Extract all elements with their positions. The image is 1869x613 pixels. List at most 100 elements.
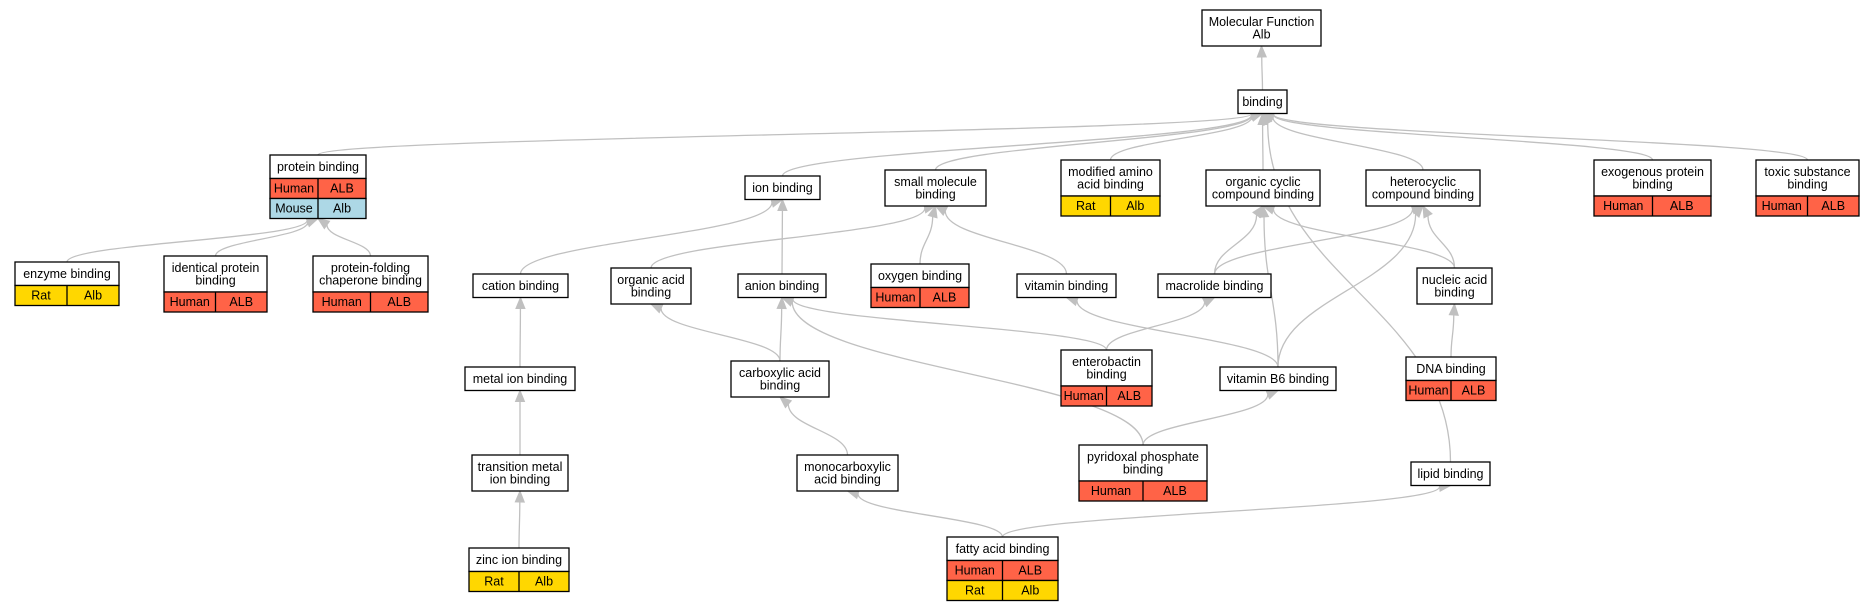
- species-label: Rat: [484, 575, 504, 589]
- species-label: Human: [875, 291, 915, 305]
- gene-label: ALB: [387, 295, 411, 309]
- edge-line: [919, 216, 934, 265]
- edge-arrowhead: [1261, 112, 1273, 127]
- node-label: lipid binding: [1417, 467, 1483, 481]
- gene-label: ALB: [1018, 564, 1042, 578]
- node-label: ion binding: [752, 181, 813, 195]
- node-label: vitamin B6 binding: [1227, 372, 1329, 386]
- node-binding[interactable]: binding: [1237, 89, 1288, 115]
- node-label: vitamin binding: [1025, 279, 1108, 293]
- edge-chaperone-to-protein: [316, 217, 372, 257]
- node-label: chaperone binding: [319, 274, 422, 288]
- node-label: Molecular Function: [1209, 15, 1315, 29]
- edge-line: [518, 501, 521, 549]
- node-macrolide[interactable]: macrolide binding: [1157, 273, 1272, 299]
- edge-oxygen-to-smallmol: [919, 204, 938, 265]
- node-header-box: [1201, 9, 1322, 47]
- edge-line: [1213, 214, 1258, 275]
- node-label: enterobactin: [1072, 355, 1141, 369]
- gene-label: Alb: [1126, 199, 1144, 213]
- node-header-box: [464, 366, 576, 392]
- node-anion[interactable]: anion binding: [737, 273, 827, 299]
- edge-ion-to-binding: [781, 109, 1264, 177]
- gene-label: ALB: [1163, 484, 1187, 498]
- species-label: Human: [1603, 199, 1643, 213]
- species-label: Mouse: [275, 202, 313, 216]
- node-label: oxygen binding: [878, 269, 962, 283]
- node-label: binding: [1242, 95, 1282, 109]
- node-label: organic cyclic: [1225, 175, 1300, 189]
- node-label: pyridoxal phosphate: [1087, 450, 1199, 464]
- node-header-box: [884, 169, 987, 207]
- node-vitamin[interactable]: vitamin binding: [1016, 273, 1117, 299]
- edge-pyridoxal-to-vitb6: [1142, 389, 1280, 446]
- gene-label: Alb: [84, 289, 102, 303]
- edge-line: [1213, 209, 1414, 275]
- edge-arrowhead: [1448, 302, 1459, 316]
- edge-transmetal-to-metalion: [514, 389, 526, 455]
- node-label: protein binding: [277, 160, 359, 174]
- edge-arrowhead: [316, 217, 331, 230]
- edge-line: [1450, 314, 1455, 358]
- gene-label: ALB: [229, 295, 253, 309]
- node-ion[interactable]: ion binding: [744, 175, 821, 201]
- edge-vitb6-to-hetcyc: [1277, 205, 1424, 368]
- edge-metalion-to-cation: [515, 296, 526, 368]
- node-label: organic acid: [617, 273, 684, 287]
- edge-line: [1105, 302, 1206, 351]
- edge-line: [1001, 486, 1441, 538]
- edge-vitb6-to-vitamin: [1065, 296, 1279, 368]
- edge-cation-to-ion: [519, 197, 784, 275]
- node-label: binding: [1632, 178, 1672, 192]
- edge-line: [791, 301, 1144, 446]
- node-lipid[interactable]: lipid binding: [1410, 461, 1491, 487]
- edge-line: [66, 219, 308, 263]
- node-vitb6[interactable]: vitamin B6 binding: [1219, 366, 1337, 392]
- gene-label: Alb: [535, 575, 553, 589]
- edge-line: [1076, 300, 1279, 368]
- node-label: acid binding: [1077, 178, 1144, 192]
- species-label: Rat: [965, 584, 985, 598]
- node-header-box: [1205, 169, 1321, 207]
- species-label: Human: [170, 295, 210, 309]
- node-label: binding: [915, 188, 955, 202]
- node-header-box: [1016, 273, 1117, 299]
- gene-label: ALB: [933, 291, 957, 305]
- edge-line: [326, 224, 372, 257]
- node-header-box: [1593, 159, 1712, 197]
- node-label: metal ion binding: [473, 372, 568, 386]
- edge-line: [934, 115, 1253, 171]
- node-header-box: [1157, 273, 1272, 299]
- edge-arrowhead: [1258, 204, 1270, 218]
- edge-nucleic-to-hetcyc: [1422, 204, 1456, 269]
- edge-arrowhead: [515, 296, 526, 310]
- node-label: acid binding: [814, 473, 881, 487]
- species-label: Rat: [1076, 199, 1096, 213]
- node-cation[interactable]: cation binding: [472, 273, 569, 299]
- node-metalion[interactable]: metal ion binding: [464, 366, 576, 392]
- edge-fatty-to-lipid: [1001, 481, 1452, 538]
- edge-line: [1272, 116, 1424, 171]
